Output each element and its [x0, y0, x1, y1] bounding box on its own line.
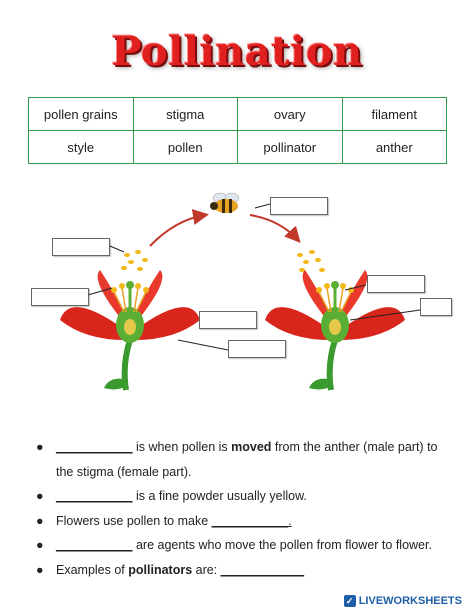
sentence-text: from the anther (male part) to the stigm… [56, 440, 438, 479]
word-bank-table: pollen grains stigma ovary filament styl… [28, 97, 447, 164]
sentence-text: are: [192, 562, 221, 577]
sentence-text: Examples of [56, 562, 129, 577]
sentence-bold: moved [231, 440, 272, 454]
bullet-icon: ● [36, 440, 44, 454]
answer-box-stigma[interactable] [199, 311, 257, 329]
list-item: ● Flowers use pollen to make ___________… [34, 509, 454, 534]
list-item: ● ___________ is when pollen is moved fr… [34, 435, 454, 484]
sentence-text: Flowers use pollen to make [56, 513, 212, 528]
flower-left [60, 270, 200, 391]
blank-line[interactable]: ___________ [56, 440, 133, 454]
list-item: ● Examples of pollinators are: _________… [34, 558, 454, 583]
answer-box-filament[interactable] [420, 298, 452, 316]
word-cell: pollinator [237, 130, 343, 164]
answer-box-anther[interactable] [31, 288, 89, 306]
bullet-icon: ● [36, 562, 44, 577]
bullet-icon: ● [36, 513, 44, 528]
pollen-grains-left [121, 250, 148, 271]
word-cell: stigma [132, 97, 238, 131]
sentence-text: is when pollen is [132, 440, 232, 454]
table-row: style pollen pollinator anther [28, 130, 447, 164]
list-item: ● ___________ is a fine powder usually y… [34, 484, 454, 509]
pollination-diagram [60, 192, 421, 391]
answer-box-ovary[interactable] [228, 340, 286, 358]
bullet-icon: ● [36, 489, 44, 503]
blank-line[interactable]: ___________ [56, 538, 133, 552]
word-cell: anther [341, 130, 447, 164]
word-cell: style [28, 130, 134, 164]
blank-line[interactable]: ___________ [56, 489, 133, 503]
answer-box-pollen[interactable] [367, 275, 425, 293]
answer-box-pollinator[interactable] [270, 197, 328, 215]
transfer-arrow [149, 209, 209, 247]
blank-line[interactable]: ___________. [211, 513, 292, 528]
answer-box-pollen-grains[interactable] [52, 238, 110, 256]
blank-line[interactable]: ____________ [220, 562, 305, 577]
word-cell: ovary [237, 97, 343, 131]
word-cell: filament [341, 97, 447, 131]
bee-icon [210, 192, 240, 213]
liveworksheets-logo: ✓ LIVEWORKSHEETS [343, 595, 462, 607]
pollen-grains-right [297, 250, 325, 272]
bullet-icon: ● [36, 538, 44, 552]
logo-icon: ✓ [343, 595, 356, 607]
page-title: Pollination [111, 28, 363, 75]
sentence-text: are agents who move the pollen from flow… [132, 538, 432, 552]
table-row: pollen grains stigma ovary filament [28, 97, 447, 131]
list-item: ● ___________ are agents who move the po… [34, 533, 454, 558]
transfer-arrow [249, 214, 301, 243]
sentence-bold: pollinators [128, 562, 193, 577]
word-cell: pollen [132, 130, 238, 164]
word-cell: pollen grains [28, 97, 134, 131]
sentence-text: is a fine powder usually yellow. [132, 489, 307, 503]
questions-list: ● ___________ is when pollen is moved fr… [34, 435, 454, 582]
footer-text: LIVEWORKSHEETS [358, 595, 462, 607]
